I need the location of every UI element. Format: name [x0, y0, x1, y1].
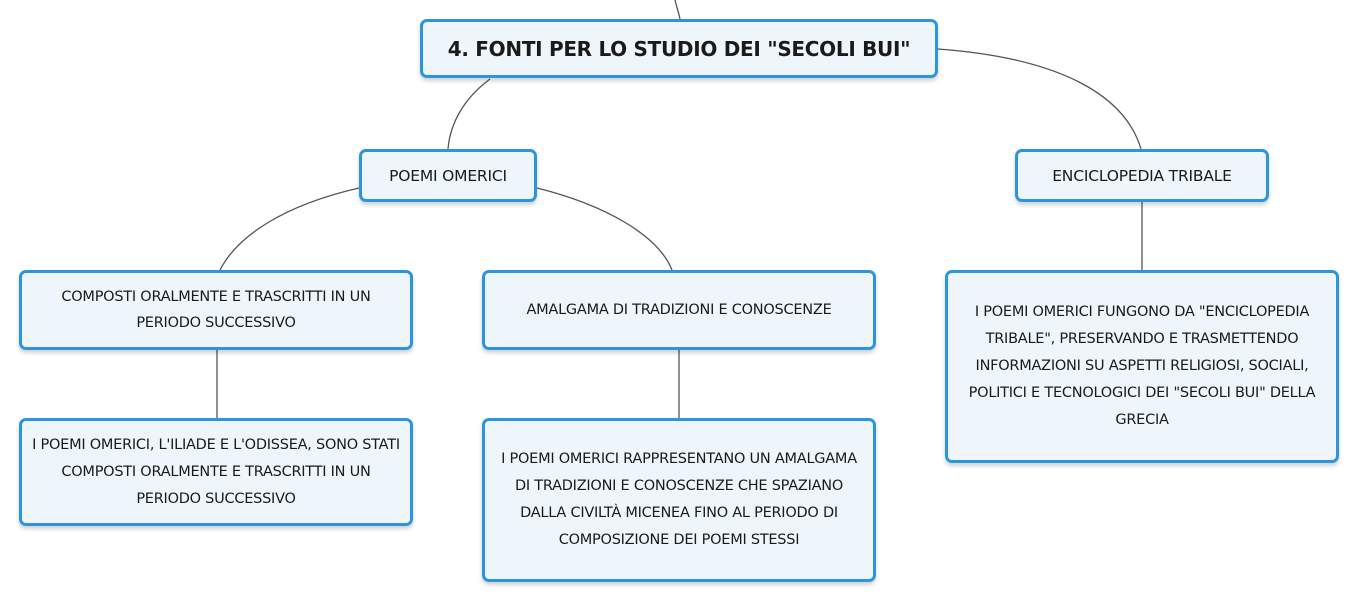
connector-poemi-to-composti [219, 187, 360, 271]
topic-label-poemi-omerici: POEMI OMERICI [389, 166, 507, 185]
detail-text-iliade-odissea: I POEMI OMERICI, L'ILIADE E L'ODISSEA, S… [32, 436, 400, 507]
subtopic-label-composti-oralmente: COMPOSTI ORALMENTE E TRASCRITTI IN UN PE… [61, 289, 371, 331]
topic-node-enciclopedia-tribale[interactable]: ENCICLOPEDIA TRIBALE [1015, 149, 1269, 202]
subtopic-node-amalgama[interactable]: AMALGAMA DI TRADIZIONI E CONOSCENZE [482, 270, 876, 350]
detail-node-rappresentano-amalgama[interactable]: I POEMI OMERICI RAPPRESENTANO UN AMALGAM… [482, 418, 876, 582]
root-topic-node[interactable]: 4. FONTI PER LO STUDIO DEI "SECOLI BUI" [420, 19, 938, 78]
detail-node-iliade-odissea[interactable]: I POEMI OMERICI, L'ILIADE E L'ODISSEA, S… [19, 418, 413, 526]
detail-node-enciclopedia-tribale[interactable]: I POEMI OMERICI FUNGONO DA "ENCICLOPEDIA… [945, 270, 1339, 463]
topic-node-poemi-omerici[interactable]: POEMI OMERICI [359, 149, 537, 202]
root-topic-label: 4. FONTI PER LO STUDIO DEI "SECOLI BUI" [447, 36, 911, 61]
detail-text-rappresentano-amalgama: I POEMI OMERICI RAPPRESENTANO UN AMALGAM… [501, 451, 857, 548]
connector-root-to-enciclopedia-tribale [937, 48, 1142, 150]
topic-label-enciclopedia-tribale: ENCICLOPEDIA TRIBALE [1052, 166, 1232, 185]
subtopic-node-composti-oralmente[interactable]: COMPOSTI ORALMENTE E TRASCRITTI IN UN PE… [19, 270, 413, 350]
connector-poemi-to-amalgama [536, 187, 673, 271]
connector-root-to-poemi-omerici [447, 78, 491, 150]
connector-parent-to-root [674, 0, 681, 20]
subtopic-label-amalgama: AMALGAMA DI TRADIZIONI E CONOSCENZE [526, 302, 832, 318]
detail-text-enciclopedia-tribale: I POEMI OMERICI FUNGONO DA "ENCICLOPEDIA… [968, 304, 1316, 428]
